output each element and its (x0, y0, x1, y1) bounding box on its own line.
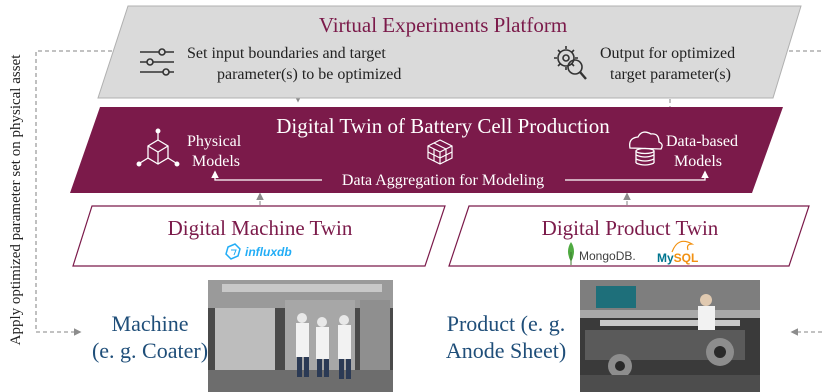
sliders-icon (140, 48, 174, 76)
cube-network-icon (136, 128, 180, 167)
physical-models-line2: Models (192, 153, 240, 170)
side-label: Apply optimized parameter set on physica… (8, 54, 24, 346)
input-text-line1: Set input boundaries and target (187, 45, 386, 62)
data-models-line2: Models (674, 153, 722, 170)
influxdb-logo-text: influxdb (245, 245, 292, 259)
machine-label-line2: (e. g. Coater) (92, 338, 208, 363)
digital-twin-production (70, 107, 783, 193)
cube-stack-icon (427, 139, 453, 165)
physical-models-line1: Physical (187, 133, 242, 150)
product-twin-title: Digital Product Twin (542, 216, 719, 240)
input-text-line2: parameter(s) to be optimized (217, 66, 401, 83)
aggregation-label: Data Aggregation for Modeling (342, 172, 544, 189)
data-models-line1: Data-based (666, 133, 738, 150)
cloud-database-icon (629, 131, 663, 166)
digital-twin-title: Digital Twin of Battery Cell Production (276, 114, 610, 138)
machine-twin-title: Digital Machine Twin (168, 216, 353, 240)
mysql-logo-text: MySQL (657, 251, 698, 265)
mongodb-logo-text: MongoDB. (579, 249, 636, 263)
platform-title: Virtual Experiments Platform (319, 13, 567, 37)
gear-magnifier-icon (554, 46, 587, 80)
machine-label-line1: Machine (112, 311, 189, 336)
aggregation-arrows (211, 170, 709, 181)
digital-product-twin (448, 205, 810, 267)
output-text-line2: target parameter(s) (610, 66, 731, 83)
output-text-line1: Output for optimized (600, 45, 735, 62)
product-photo (580, 280, 760, 392)
product-label-line2: Anode Sheet) (446, 338, 566, 363)
influxdb-logo-icon (225, 243, 241, 260)
product-label-line1: Product (e. g. (447, 311, 566, 336)
machine-photo (208, 280, 393, 392)
virtual-experiments-platform (97, 5, 802, 99)
digital-machine-twin (72, 205, 446, 267)
mongodb-leaf-icon (568, 242, 574, 265)
mysql-dolphin-icon (671, 240, 695, 253)
